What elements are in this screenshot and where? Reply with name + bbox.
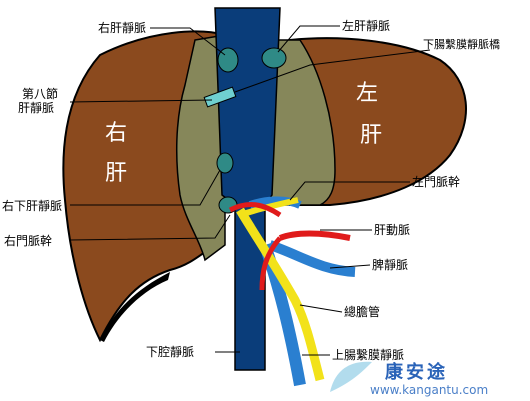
label-hepatic-artery: 肝動脈 <box>374 223 410 237</box>
leader-bile-duct <box>299 304 343 313</box>
label-sup-mesenteric: 上腸繫膜靜脈 <box>332 347 404 362</box>
label-bile-duct: 總膽管 <box>344 304 380 319</box>
label-splenic-vein: 脾靜脈 <box>372 257 408 272</box>
left-lobe-label-2: 肝 <box>360 123 382 148</box>
hepatic-artery <box>278 230 351 241</box>
right-inferior-hepatic-vein-opening <box>216 152 234 174</box>
splenic-vein <box>268 240 356 277</box>
right-lobe-label-1: 右 <box>105 121 127 146</box>
leader-right-hepatic-vein <box>150 27 226 56</box>
common-bile-duct <box>236 207 325 382</box>
label-right-inferior-hepatic: 右下肝靜脈 <box>2 198 62 213</box>
hepatic-artery-branch <box>259 236 282 291</box>
label-right-portal: 右門脈幹 <box>4 233 52 248</box>
leader-eighth-segment <box>69 99 213 103</box>
leader-left-portal <box>289 181 410 201</box>
watermark: 康安途 www.kangantu.com <box>330 361 488 397</box>
leader-left-hepatic-vein <box>277 25 340 53</box>
label-left-portal: 左門脈幹 <box>412 174 460 189</box>
label-ivc: 下腔靜脈 <box>146 344 194 359</box>
eighth-segment-hepatic-vein <box>203 86 237 108</box>
watermark-url: www.kangantu.com <box>370 383 488 397</box>
left-lobe-label-1: 左 <box>356 81 378 106</box>
hepatic-artery-branch-2 <box>228 202 282 218</box>
watermark-feather-icon <box>330 361 372 392</box>
caudate-region <box>176 34 226 262</box>
right-lobe-label-2: 肝 <box>105 161 127 186</box>
label-right-hepatic-vein: 右肝靜脈 <box>98 20 146 35</box>
label-mesenteric-bridge: 下腸繫膜靜脈橋 <box>423 37 500 51</box>
left-hepatic-vein-opening <box>261 47 287 69</box>
watermark-brand: 康安途 <box>385 361 448 383</box>
label-eighth-segment-1: 第八節 <box>22 86 58 101</box>
leader-mesenteric-bridge <box>234 49 431 93</box>
label-left-hepatic-vein: 左肝靜脈 <box>342 18 390 33</box>
label-eighth-segment-2: 肝靜脈 <box>18 101 54 115</box>
leader-right-portal <box>69 214 231 241</box>
right-lobe-shadow <box>100 272 170 342</box>
leader-splenic-vein <box>329 264 371 269</box>
caudate-region-left <box>264 39 336 206</box>
leader-right-inferior-hepatic <box>70 169 221 206</box>
